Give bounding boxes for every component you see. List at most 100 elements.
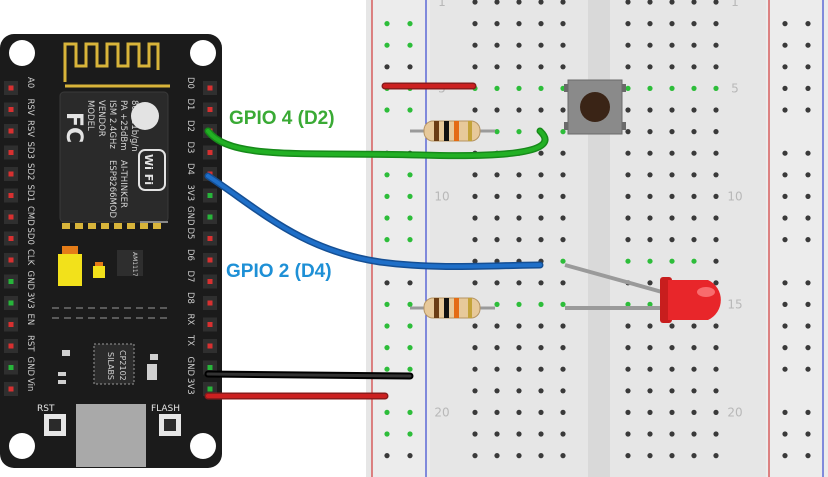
pin-d5-label: D5 xyxy=(185,228,195,240)
rail-hole xyxy=(805,453,811,459)
breadboard-hole xyxy=(647,323,653,329)
breadboard-hole xyxy=(669,237,675,243)
row-number: 10 xyxy=(434,189,449,203)
breadboard-hole xyxy=(691,388,697,394)
rail-hole xyxy=(384,42,390,48)
header-pin xyxy=(207,386,213,392)
breadboard-hole xyxy=(713,366,719,372)
breadboard-hole xyxy=(647,85,653,91)
breadboard-hole xyxy=(669,453,675,459)
breadboard-hole xyxy=(560,280,566,286)
pin-gnd-label: GND xyxy=(25,271,35,291)
rail-hole xyxy=(384,431,390,437)
breadboard-hole xyxy=(494,21,500,27)
row-number: 1 xyxy=(731,0,739,9)
breadboard-hole xyxy=(538,150,544,156)
breadboard-hole xyxy=(647,453,653,459)
breadboard-hole xyxy=(494,345,500,351)
breadboard-hole xyxy=(538,280,544,286)
rail-hole xyxy=(384,301,390,307)
rail-hole xyxy=(805,215,811,221)
breadboard-hole xyxy=(713,237,719,243)
module-pad xyxy=(140,223,148,229)
breadboard-hole xyxy=(538,85,544,91)
rail-hole xyxy=(407,21,413,27)
breadboard-hole xyxy=(538,323,544,329)
breadboard-hole xyxy=(669,366,675,372)
breadboard-hole xyxy=(625,85,631,91)
pin-gnd-label: GND xyxy=(185,357,195,377)
smd-component xyxy=(58,380,66,384)
breadboard-hole xyxy=(625,107,631,113)
rail-hole xyxy=(782,237,788,243)
breadboard-hole xyxy=(560,129,566,135)
breadboard-hole xyxy=(647,172,653,178)
breadboard-hole xyxy=(625,301,631,307)
breadboard-hole xyxy=(560,453,566,459)
breadboard-hole xyxy=(691,193,697,199)
rst-label: RST xyxy=(37,404,55,414)
breadboard-hole xyxy=(691,345,697,351)
gpio2-label: GPIO 2 (D4) xyxy=(226,261,332,282)
breadboard-hole xyxy=(647,366,653,372)
esp-module-text: MODEL VENDOR ISM 2.4GHz PA +25dBm 802.11… xyxy=(85,100,139,219)
breadboard-hole xyxy=(494,129,500,135)
smd-component xyxy=(62,350,70,356)
rail-hole xyxy=(384,366,390,372)
rail-hole xyxy=(782,21,788,27)
breadboard-hole xyxy=(691,0,697,5)
breadboard-hole xyxy=(669,215,675,221)
rail-hole xyxy=(384,323,390,329)
breadboard-hole xyxy=(647,388,653,394)
breadboard-hole xyxy=(691,237,697,243)
pin-sd1-label: SD1 xyxy=(25,185,35,202)
breadboard-hole xyxy=(625,431,631,437)
breadboard-hole xyxy=(647,42,653,48)
breadboard-hole xyxy=(625,345,631,351)
header-pin xyxy=(8,171,14,177)
rail-hole xyxy=(782,150,788,156)
header-pin xyxy=(207,214,213,220)
breadboard-hole xyxy=(538,453,544,459)
breadboard-hole xyxy=(669,409,675,415)
breadboard-hole xyxy=(691,366,697,372)
header-pin xyxy=(207,322,213,327)
pin-gnd-label: GND xyxy=(185,206,195,226)
breadboard-hole xyxy=(669,172,675,178)
rail-hole xyxy=(805,301,811,307)
breadboard-hole xyxy=(625,215,631,221)
breadboard-hole xyxy=(516,431,522,437)
breadboard-hole xyxy=(669,150,675,156)
breadboard-hole xyxy=(647,280,653,286)
breadboard-hole xyxy=(560,409,566,415)
breadboard-hole xyxy=(538,237,544,243)
breadboard-hole xyxy=(669,85,675,91)
row-number: 10 xyxy=(727,189,742,203)
breadboard-hole xyxy=(669,64,675,70)
smd-component xyxy=(147,364,157,380)
pin-sd0-label: SD0 xyxy=(25,228,35,245)
breadboard-hole xyxy=(691,150,697,156)
ground-wire xyxy=(206,372,412,378)
rail-hole xyxy=(805,172,811,178)
rail-hole xyxy=(782,215,788,221)
rail-hole xyxy=(782,107,788,113)
row-number: 5 xyxy=(731,81,739,95)
rail-hole xyxy=(384,215,390,221)
gpio4-wire xyxy=(206,129,547,158)
breadboard-hole xyxy=(494,280,500,286)
breadboard-hole xyxy=(494,193,500,199)
breadboard-hole xyxy=(538,301,544,307)
pushbutton xyxy=(564,79,626,135)
pin-tx-label: TX xyxy=(185,334,195,346)
rail-hole xyxy=(782,64,788,70)
breadboard-hole xyxy=(494,453,500,459)
rail-hole xyxy=(782,453,788,459)
rail-hole xyxy=(407,366,413,372)
breadboard-hole xyxy=(691,129,697,135)
module-pad xyxy=(153,223,161,229)
breadboard-hole xyxy=(669,258,675,264)
breadboard-hole xyxy=(516,215,522,221)
breadboard-hole xyxy=(647,237,653,243)
breadboard-hole xyxy=(560,388,566,394)
